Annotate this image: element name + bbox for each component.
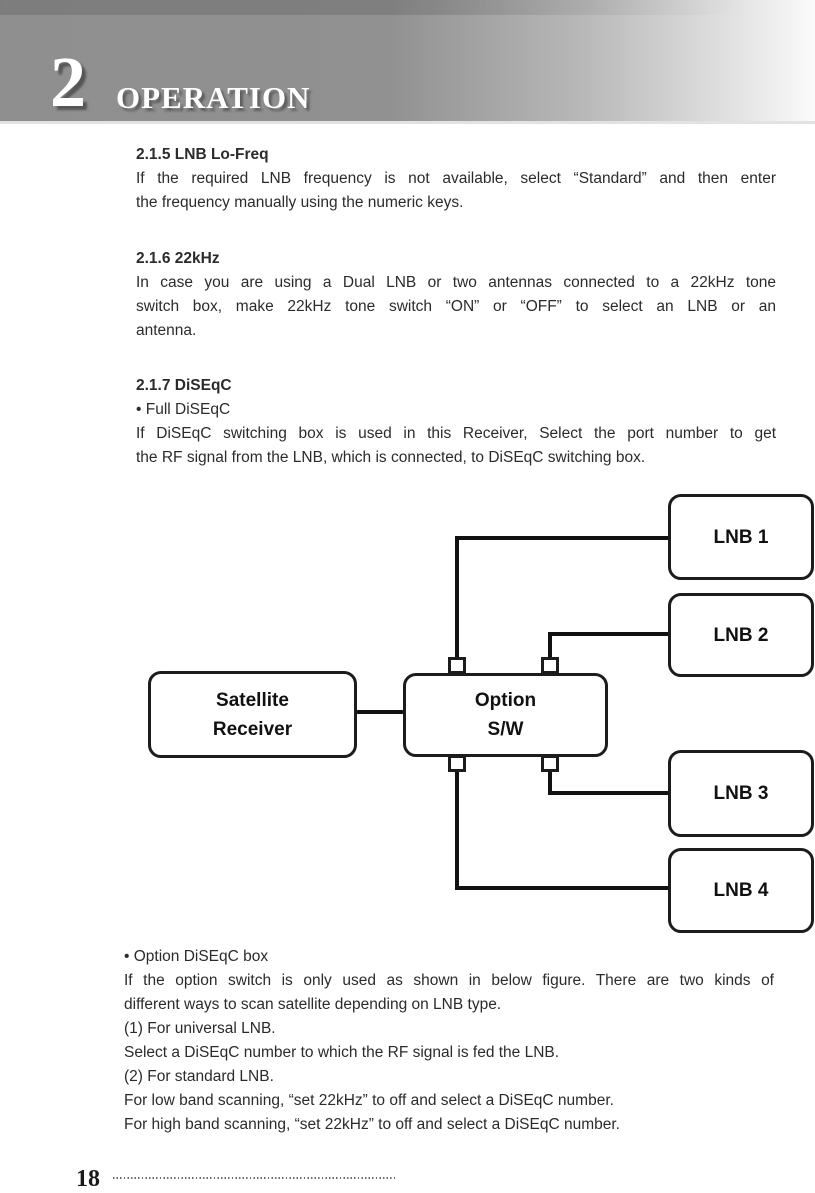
text-line: If the option switch is only used as sho… — [124, 972, 774, 989]
option-port-top-left — [448, 657, 466, 674]
chapter-header: 2 OPERATION — [0, 0, 815, 124]
option-port-bottom-left — [448, 755, 466, 772]
option-port-top-right — [541, 657, 559, 674]
connector-lnb2-vertical — [548, 632, 552, 658]
connector-lnb3-vertical — [548, 772, 552, 795]
node-lnb4: LNB 4 — [668, 848, 814, 933]
node-satellite-receiver: Satellite Receiver — [148, 671, 357, 758]
text-line: If DiSEqC switching box is used in this … — [136, 425, 776, 442]
text-line: If the required LNB frequency is not ava… — [136, 170, 776, 187]
text-line: antenna. — [136, 322, 197, 339]
section-option-diseqc-notes: • Option DiSEqC box If the option switch… — [124, 945, 774, 1137]
node-option-switch: Option S/W — [403, 673, 608, 757]
connector-receiver-option — [357, 710, 403, 714]
connector-lnb1-horizontal — [455, 536, 668, 540]
section-heading: 2.1.7 DiSEqC — [136, 377, 232, 394]
header-top-strip — [0, 0, 815, 15]
connector-lnb2-horizontal — [548, 632, 668, 636]
page-number: 18 — [76, 1166, 100, 1192]
node-lnb2: LNB 2 — [668, 593, 814, 677]
section-heading: 2.1.6 22kHz — [136, 250, 220, 267]
text-line: switch box, make 22kHz tone switch “ON” … — [136, 298, 776, 315]
connector-lnb4-horizontal — [455, 886, 668, 890]
bullet-line: • Option DiSEqC box — [124, 948, 269, 965]
section-heading: 2.1.5 LNB Lo-Freq — [136, 146, 269, 163]
chapter-title: OPERATION — [116, 80, 311, 115]
text-line: Select a DiSEqC number to which the RF s… — [124, 1044, 560, 1061]
connector-lnb4-vertical — [455, 772, 459, 890]
chapter-number: 2 — [50, 42, 86, 122]
section-lnb-lo-freq: 2.1.5 LNB Lo-Freq If the required LNB fr… — [136, 143, 776, 215]
connector-lnb3-horizontal — [548, 791, 668, 795]
text-line: the frequency manually using the numeric… — [136, 194, 464, 211]
bullet-line: • Full DiSEqC — [136, 401, 231, 418]
text-line: (2) For standard LNB. — [124, 1068, 274, 1085]
text-line: For low band scanning, “set 22kHz” to of… — [124, 1092, 614, 1109]
text-line: (1) For universal LNB. — [124, 1020, 276, 1037]
text-line: For high band scanning, “set 22kHz” to o… — [124, 1116, 620, 1133]
section-22khz: 2.1.6 22kHz In case you are using a Dual… — [136, 247, 776, 343]
option-port-bottom-right — [541, 755, 559, 772]
node-lnb3: LNB 3 — [668, 750, 814, 837]
text-line: the RF signal from the LNB, which is con… — [136, 449, 646, 466]
text-line: In case you are using a Dual LNB or two … — [136, 274, 776, 291]
section-diseqc: 2.1.7 DiSEqC • Full DiSEqC If DiSEqC swi… — [136, 374, 776, 470]
text-line: different ways to scan satellite dependi… — [124, 996, 502, 1013]
connector-lnb1-vertical — [455, 536, 459, 658]
dotted-leader-line — [113, 1177, 397, 1179]
node-lnb1: LNB 1 — [668, 494, 814, 580]
